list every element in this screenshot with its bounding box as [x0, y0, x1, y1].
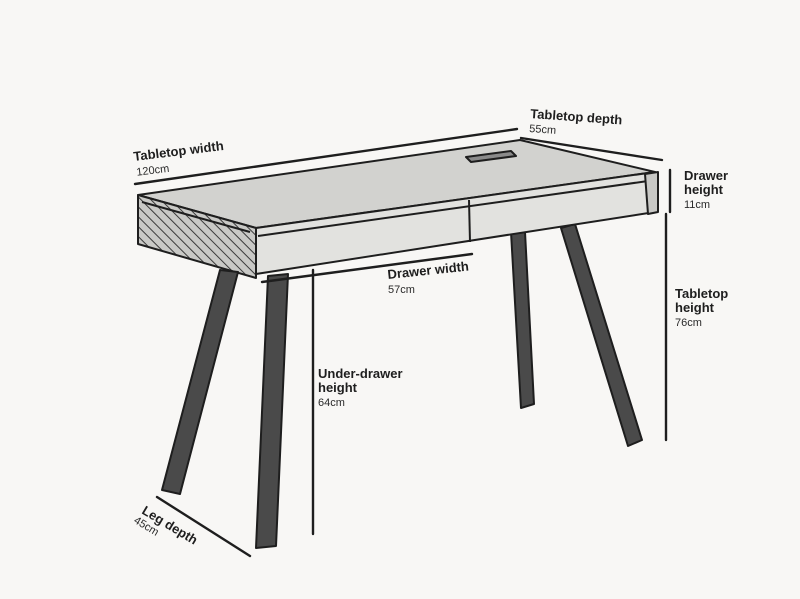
under-drawer-height-annotation: Under-drawer height 64cm	[318, 366, 403, 409]
tabletop-height-label-line1: Tabletop	[675, 286, 728, 301]
desk-illustration	[137, 139, 659, 549]
under-drawer-height-label-line2: height	[318, 380, 358, 395]
tabletop-depth-line	[519, 136, 664, 162]
under-drawer-height-label-line1: Under-drawer	[318, 366, 403, 381]
drawer-width-value: 57cm	[388, 284, 415, 296]
front-right-leg	[255, 273, 289, 549]
leg-depth-annotation: Leg depth 45cm	[132, 503, 201, 548]
under-drawer-height-value: 64cm	[318, 397, 345, 409]
right-side-panel	[644, 171, 659, 215]
leg-depth-line	[155, 495, 252, 558]
left-end-inner-edge	[141, 201, 251, 233]
cable-port	[465, 150, 517, 163]
front-left-leg	[161, 269, 239, 495]
drawer-lip	[257, 180, 649, 237]
tabletop-width-value: 120cm	[136, 163, 170, 179]
tabletop-height-label-line2: height	[675, 300, 715, 315]
tabletop-depth-value: 55cm	[529, 123, 557, 137]
tabletop-depth-label: Tabletop depth	[530, 106, 623, 127]
drawer-height-annotation: Drawer height 11cm	[684, 168, 728, 211]
dimension-lines	[133, 127, 672, 558]
back-left-leg	[510, 231, 535, 409]
tabletop-depth-annotation: Tabletop depth 55cm	[529, 106, 623, 137]
drawer-height-value: 11cm	[684, 199, 710, 211]
drawer-width-label: Drawer width	[387, 259, 470, 282]
tabletop-height-annotation: Tabletop height 76cm	[675, 286, 728, 329]
drawer-width-line	[260, 252, 474, 284]
back-right-leg	[560, 223, 643, 447]
tabletop-height-value: 76cm	[675, 317, 702, 329]
left-end-panel	[137, 194, 257, 279]
drawer-width-annotation: Drawer width	[387, 259, 470, 282]
tabletop-width-label: Tabletop width	[133, 138, 225, 164]
tabletop-width-line	[133, 127, 519, 186]
drawer-height-label-line2: height	[684, 182, 724, 197]
drawer-height-label-line1: Drawer	[684, 168, 728, 183]
